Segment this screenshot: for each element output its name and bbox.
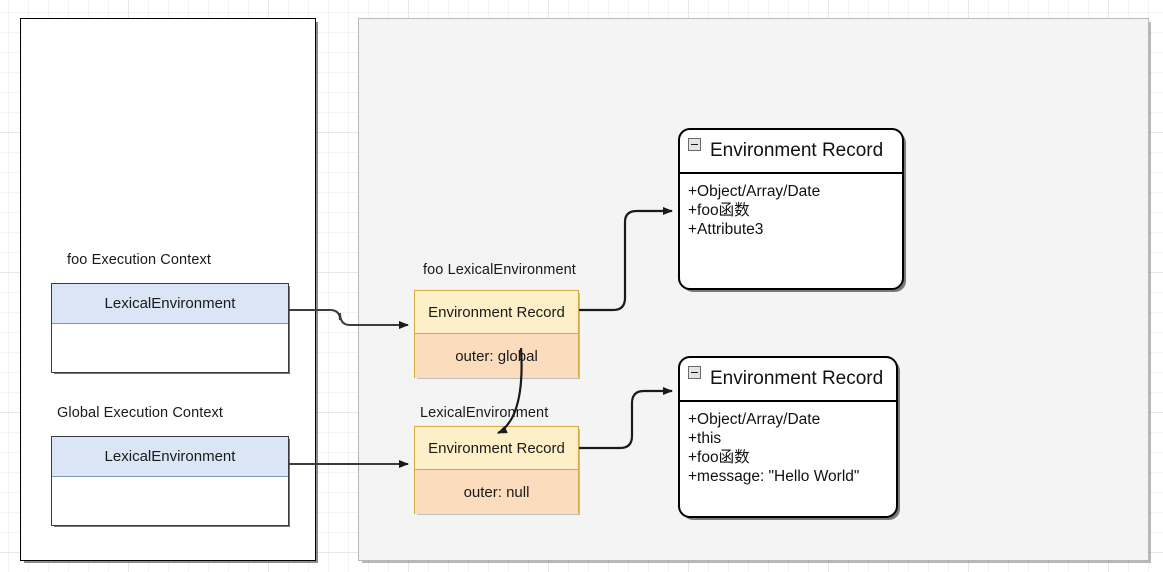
- global-execution-context-label: Global Execution Context: [57, 405, 224, 421]
- global-execution-context-box[interactable]: LexicalEnvironment: [51, 436, 289, 526]
- environment-record-class-top[interactable]: Environment Record +Object/Array/Date +f…: [678, 128, 904, 290]
- minus-square-icon[interactable]: [688, 138, 701, 151]
- foo-lexical-environment-slot[interactable]: LexicalEnvironment: [52, 284, 288, 324]
- environment-record-top-header: Environment Record: [680, 130, 902, 174]
- environment-record-bottom-header: Environment Record: [680, 358, 896, 402]
- foo-execution-context-label: foo Execution Context: [67, 252, 211, 268]
- attribute-row: +Object/Array/Date: [688, 411, 821, 428]
- global-outer-slot[interactable]: outer: null: [415, 470, 578, 514]
- attribute-row: +this: [688, 430, 722, 447]
- foo-outer-slot[interactable]: outer: global: [415, 334, 578, 378]
- foo-lexical-environment-box[interactable]: Environment Record outer: global: [414, 290, 579, 378]
- attribute-row: +Object/Array/Date: [688, 183, 821, 200]
- global-execution-context-empty-slot: [52, 477, 288, 525]
- attribute-row: +foo函数: [688, 202, 750, 219]
- foo-execution-context-box[interactable]: LexicalEnvironment: [51, 283, 289, 373]
- attribute-row: +foo函数: [688, 449, 750, 466]
- environment-record-top-title: Environment Record: [710, 140, 884, 161]
- environment-record-bottom-title: Environment Record: [710, 368, 884, 389]
- minus-square-icon[interactable]: [688, 366, 701, 379]
- environment-record-top-attributes: +Object/Array/Date +foo函数 +Attribute3: [680, 174, 902, 239]
- global-lexical-environment-label: LexicalEnvironment: [420, 405, 549, 421]
- global-environment-record-slot[interactable]: Environment Record: [415, 427, 578, 470]
- global-lexical-environment-box[interactable]: Environment Record outer: null: [414, 426, 579, 514]
- foo-execution-context-empty-slot: [52, 324, 288, 372]
- environment-record-bottom-attributes: +Object/Array/Date +this +foo函数 +message…: [680, 402, 896, 486]
- foo-lexical-environment-label: foo LexicalEnvironment: [423, 262, 576, 278]
- foo-environment-record-slot[interactable]: Environment Record: [415, 291, 578, 334]
- attribute-row: +Attribute3: [688, 221, 764, 238]
- environment-record-class-bottom[interactable]: Environment Record +Object/Array/Date +t…: [678, 356, 898, 518]
- attribute-row: +message: "Hello World": [688, 468, 860, 485]
- global-lexical-environment-slot[interactable]: LexicalEnvironment: [52, 437, 288, 477]
